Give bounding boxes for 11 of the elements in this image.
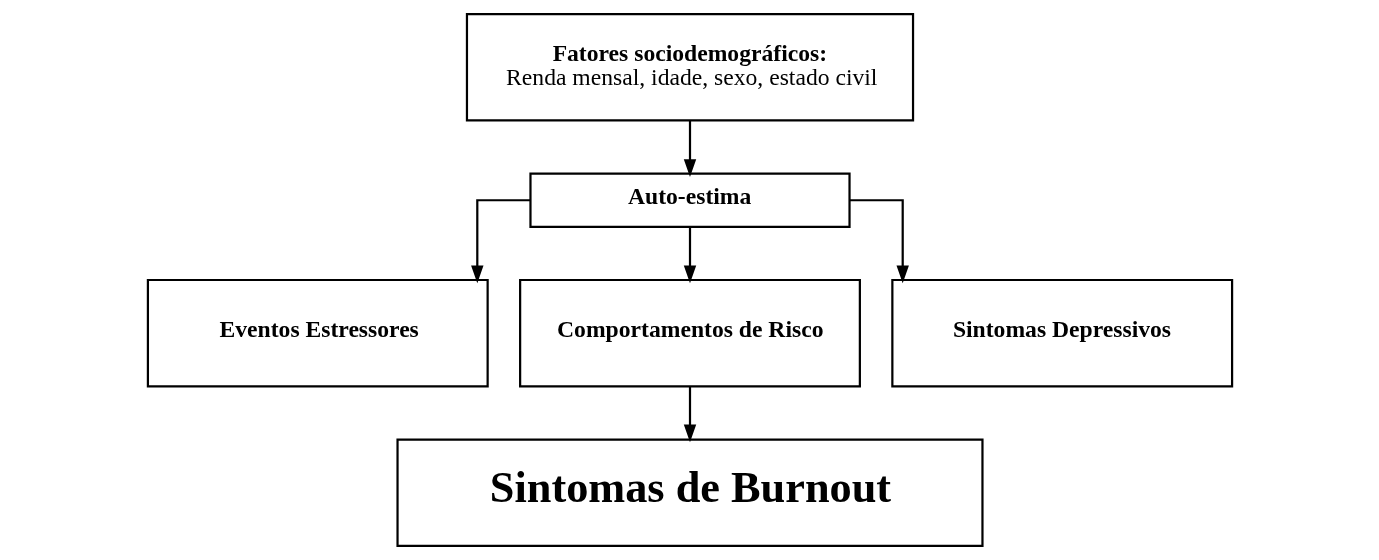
arrow [683,227,696,284]
arrow [849,199,909,284]
arrow [683,120,696,177]
node-box: Eventos Estressores [146,278,489,388]
node-box: Comportamentos de Risco [518,278,861,388]
node-box: Sintomas Depressivos [890,278,1233,388]
arrow [683,386,696,443]
node-box: Auto-estima [528,172,851,228]
node-box: Fatores sociodemográficos: Renda mensal, idade, sexo, estado civil [465,13,914,122]
node-box: Sintomas de Burnout [395,438,984,547]
arrow [470,199,530,284]
